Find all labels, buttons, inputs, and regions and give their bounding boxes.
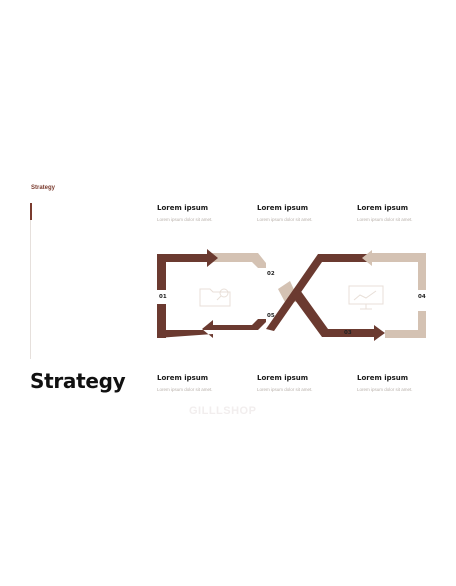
arrow-segment-dark-cross-down bbox=[292, 290, 385, 341]
card-text: Lorem ipsum dolor sit amet. bbox=[357, 387, 413, 392]
chart-presentation-icon bbox=[348, 285, 384, 310]
card-top-1: Lorem ipsum Lorem ipsum dolor sit amet. bbox=[157, 204, 247, 222]
card-title: Lorem ipsum bbox=[257, 374, 309, 382]
arrow-segment-light-top bbox=[212, 253, 266, 268]
card-title: Lorem ipsum bbox=[357, 204, 409, 212]
card-title: Lorem ipsum bbox=[157, 374, 209, 382]
arrow-segment-light-right-bottom bbox=[385, 330, 426, 338]
side-divider bbox=[30, 203, 31, 359]
card-text: Lorem ipsum dolor sit amet. bbox=[357, 217, 413, 222]
card-top-3: Lorem ipsum Lorem ipsum dolor sit amet. bbox=[357, 204, 447, 222]
arrow-segment-light-right-top bbox=[362, 250, 426, 266]
page-title: Strategy bbox=[30, 369, 126, 393]
folder-search-icon bbox=[199, 288, 231, 307]
section-label: Strategy bbox=[31, 185, 56, 191]
watermark: GILLLSHOP bbox=[189, 405, 257, 417]
step-number-01: 01 bbox=[159, 294, 167, 300]
card-title: Lorem ipsum bbox=[357, 374, 409, 382]
step-number-02: 02 bbox=[267, 271, 275, 277]
card-bottom-3: Lorem ipsum Lorem ipsum dolor sit amet. bbox=[357, 374, 447, 392]
card-bottom-1: Lorem ipsum Lorem ipsum dolor sit amet. bbox=[157, 374, 247, 392]
card-top-2: Lorem ipsum Lorem ipsum dolor sit amet. bbox=[257, 204, 347, 222]
side-divider-accent bbox=[30, 203, 32, 220]
card-text: Lorem ipsum dolor sit amet. bbox=[157, 387, 213, 392]
arrow-segment-dark-bottom-left bbox=[157, 304, 166, 338]
card-text: Lorem ipsum dolor sit amet. bbox=[157, 217, 213, 222]
arrow-segment-dark-top-left bbox=[157, 254, 166, 290]
card-text: Lorem ipsum dolor sit amet. bbox=[257, 387, 313, 392]
card-text: Lorem ipsum dolor sit amet. bbox=[257, 217, 313, 222]
step-number-03: 03 bbox=[344, 330, 352, 336]
card-title: Lorem ipsum bbox=[257, 204, 309, 212]
card-title: Lorem ipsum bbox=[157, 204, 209, 212]
arrow-segment-dark-top bbox=[157, 249, 218, 267]
arrow-segment-dark-cross-up bbox=[266, 254, 372, 331]
arrow-segment-light-right-side bbox=[418, 253, 426, 290]
step-number-05: 05 bbox=[267, 313, 275, 319]
step-number-04: 04 bbox=[418, 294, 426, 300]
arrow-segment-dark-bottom bbox=[157, 319, 266, 338]
card-bottom-2: Lorem ipsum Lorem ipsum dolor sit amet. bbox=[257, 374, 347, 392]
